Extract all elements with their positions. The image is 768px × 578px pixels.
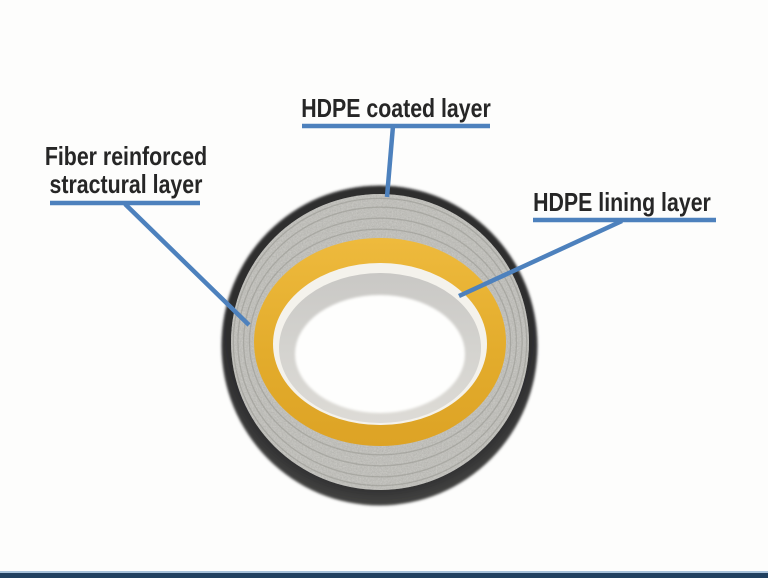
leader-line-coated <box>384 125 396 198</box>
label-hdpe-lining-layer: HDPE lining layer <box>533 188 711 216</box>
leader-line-fiber <box>123 202 251 327</box>
label-fiber-reinforced-layer: Fiber reinforced stractural layer <box>45 142 207 198</box>
pipe-bore <box>295 295 465 413</box>
label-hdpe-coated-layer-text: HDPE coated layer <box>301 93 491 123</box>
label-fiber-line1: Fiber reinforced <box>44 141 208 171</box>
footer-accent-bar <box>0 571 768 578</box>
label-hdpe-coated-layer: HDPE coated layer <box>301 94 491 122</box>
label-fiber-line2: stractural layer <box>49 169 203 200</box>
leader-line-lining <box>458 218 623 299</box>
pipe-fiber-striations <box>232 197 528 487</box>
label-hdpe-lining-layer-text: HDPE lining layer <box>533 187 711 217</box>
